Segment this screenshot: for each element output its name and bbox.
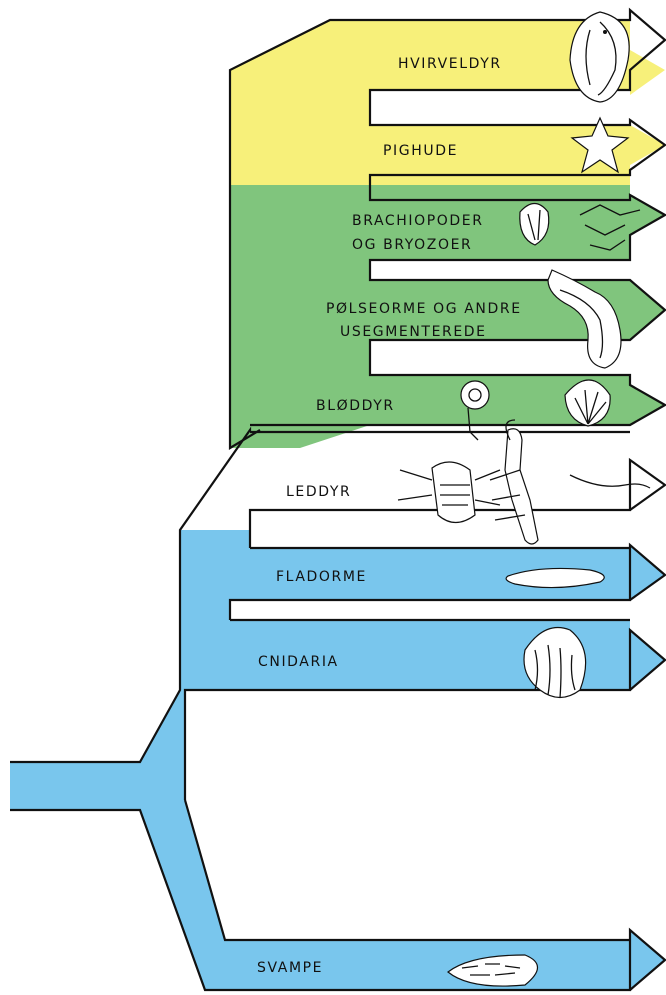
- color-bands: [10, 20, 665, 990]
- label-brachiopoder-line1: BRACHIOPODER: [352, 213, 484, 229]
- label-polseorme-line1: PØLSEORME OG ANDRE: [326, 301, 522, 317]
- label-brachiopoder-line2: OG BRYOZOER: [352, 237, 472, 253]
- label-fladorme: FLADORME: [276, 569, 367, 585]
- label-polseorme-line2: USEGMENTEREDE: [340, 324, 487, 340]
- label-svampe: SVAMPE: [257, 960, 323, 976]
- arthropod-icon: [398, 420, 650, 544]
- label-leddyr: LEDDYR: [286, 484, 351, 500]
- label-blodyr: BLØDDYR: [316, 398, 395, 414]
- label-hvirveldyr: HVIRVELDYR: [398, 56, 502, 72]
- label-pighude: PIGHUDE: [383, 143, 458, 159]
- label-cnidaria: CNIDARIA: [258, 654, 339, 670]
